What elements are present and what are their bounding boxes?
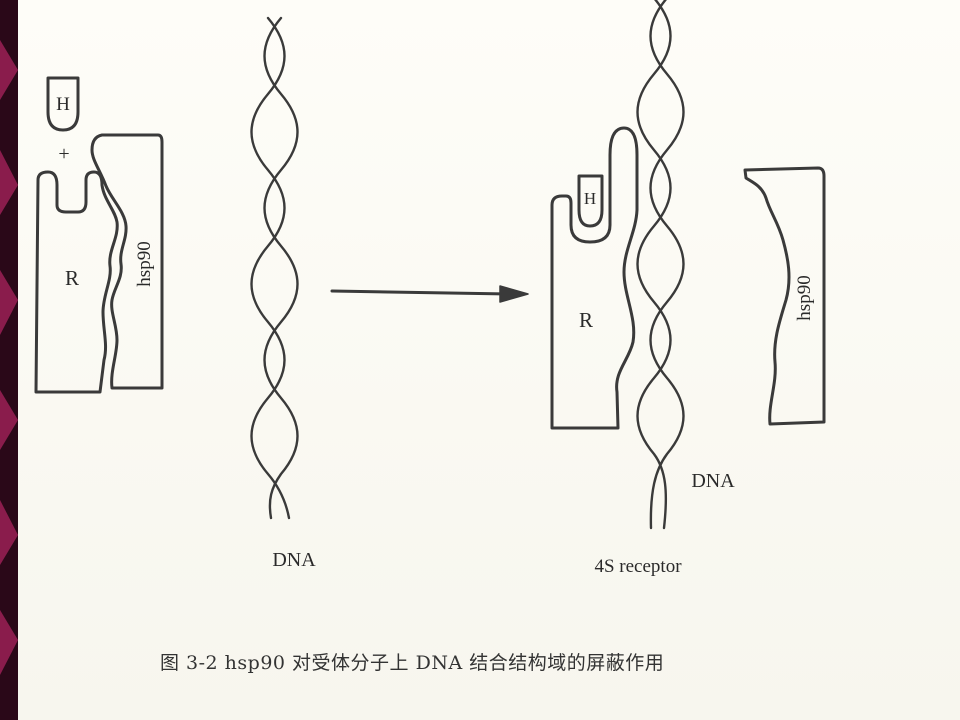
plus-sign: + — [58, 143, 69, 165]
hormone-shape-right — [577, 174, 604, 228]
hsp90-label-left: hsp90 — [134, 241, 155, 286]
hsp90-shape-left — [90, 133, 164, 390]
hsp90-shape-right — [743, 166, 826, 426]
hormone-shape-left — [46, 76, 80, 132]
hsp90-label-right: hsp90 — [794, 275, 815, 320]
receptor-shape-right — [550, 126, 639, 430]
transition-arrow-head — [499, 285, 529, 303]
border-pattern — [0, 40, 18, 675]
slide-border — [0, 0, 18, 720]
dna-helix-center-strand-1 — [250, 16, 291, 520]
receptor-label-left: R — [65, 266, 79, 290]
dna-label-center: DNA — [272, 549, 316, 571]
receptor-shape-left — [34, 170, 119, 394]
figure-caption: 图 3-2 hsp90 对受体分子上 DNA 结合结构域的屏蔽作用 — [160, 652, 665, 674]
transition-arrow-shaft — [330, 289, 514, 296]
scanned-figure — [18, 0, 960, 720]
hormone-label-right: H — [584, 189, 596, 208]
dna-label-right: DNA — [691, 470, 735, 492]
dna-helix-right-strand-1 — [636, 0, 672, 530]
hormone-label-left: H — [56, 94, 70, 115]
complex-label: 4S receptor — [594, 556, 682, 577]
dna-helix-center-strand-2 — [263, 16, 299, 520]
dna-helix-right-strand-2 — [649, 0, 685, 530]
receptor-label-right: R — [579, 308, 593, 332]
